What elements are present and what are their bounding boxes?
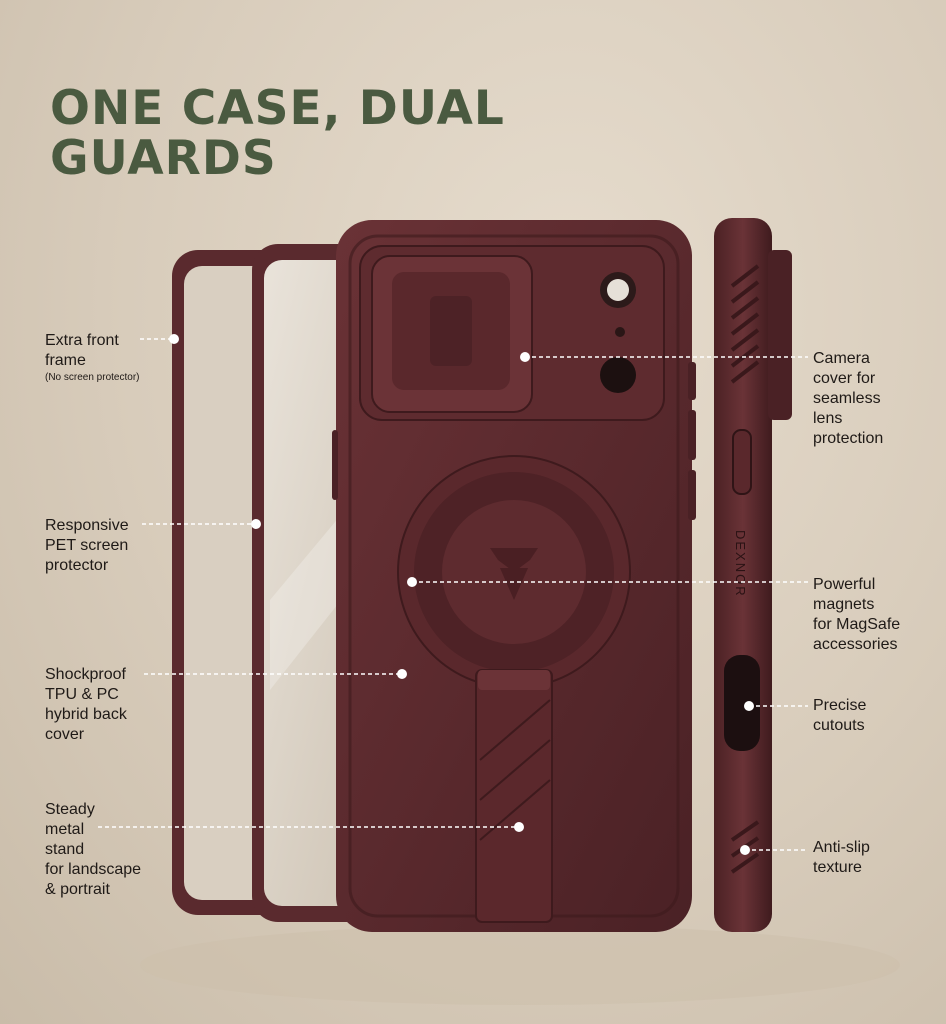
callout-lines [98, 338, 808, 851]
headline: ONE CASE, DUAL GUARDS [50, 84, 505, 184]
callout-stand: Steady metal stand for landscape & portr… [45, 801, 142, 898]
side-view: DEXNOR [714, 218, 792, 932]
callout-magnets: Powerful magnets for MagSafe accessories [813, 576, 901, 653]
headline-line-2: GUARDS [50, 131, 277, 186]
floor-shadow [140, 925, 900, 1005]
callout-dots [169, 334, 754, 855]
callout-cutouts: Precise cutouts [813, 697, 867, 734]
callout-camera-cover: Camera cover for seamless lens protectio… [813, 350, 884, 447]
port-cutout [724, 655, 760, 751]
headline-line-1: ONE CASE, DUAL [50, 81, 505, 136]
callout-screen-protector: Responsive PET screen protector [45, 517, 129, 574]
brand-emblem-icon [490, 548, 538, 572]
lens-cutout [600, 357, 636, 393]
callout-back-cover: Shockproof TPU & PC hybrid back cover [45, 666, 127, 743]
side-grip-texture-top [730, 264, 760, 384]
camera-module [359, 245, 665, 421]
callout-anti-slip: Anti-slip texture [813, 839, 870, 876]
magsafe-ring [397, 455, 631, 689]
callout-front-frame-note: (No screen protector) [45, 372, 140, 383]
callout-front-frame: Extra front frame (No screen protector) [45, 332, 140, 383]
side-brand-logo: DEXNOR [733, 530, 748, 598]
metal-stand [475, 669, 553, 923]
side-button [732, 429, 752, 495]
